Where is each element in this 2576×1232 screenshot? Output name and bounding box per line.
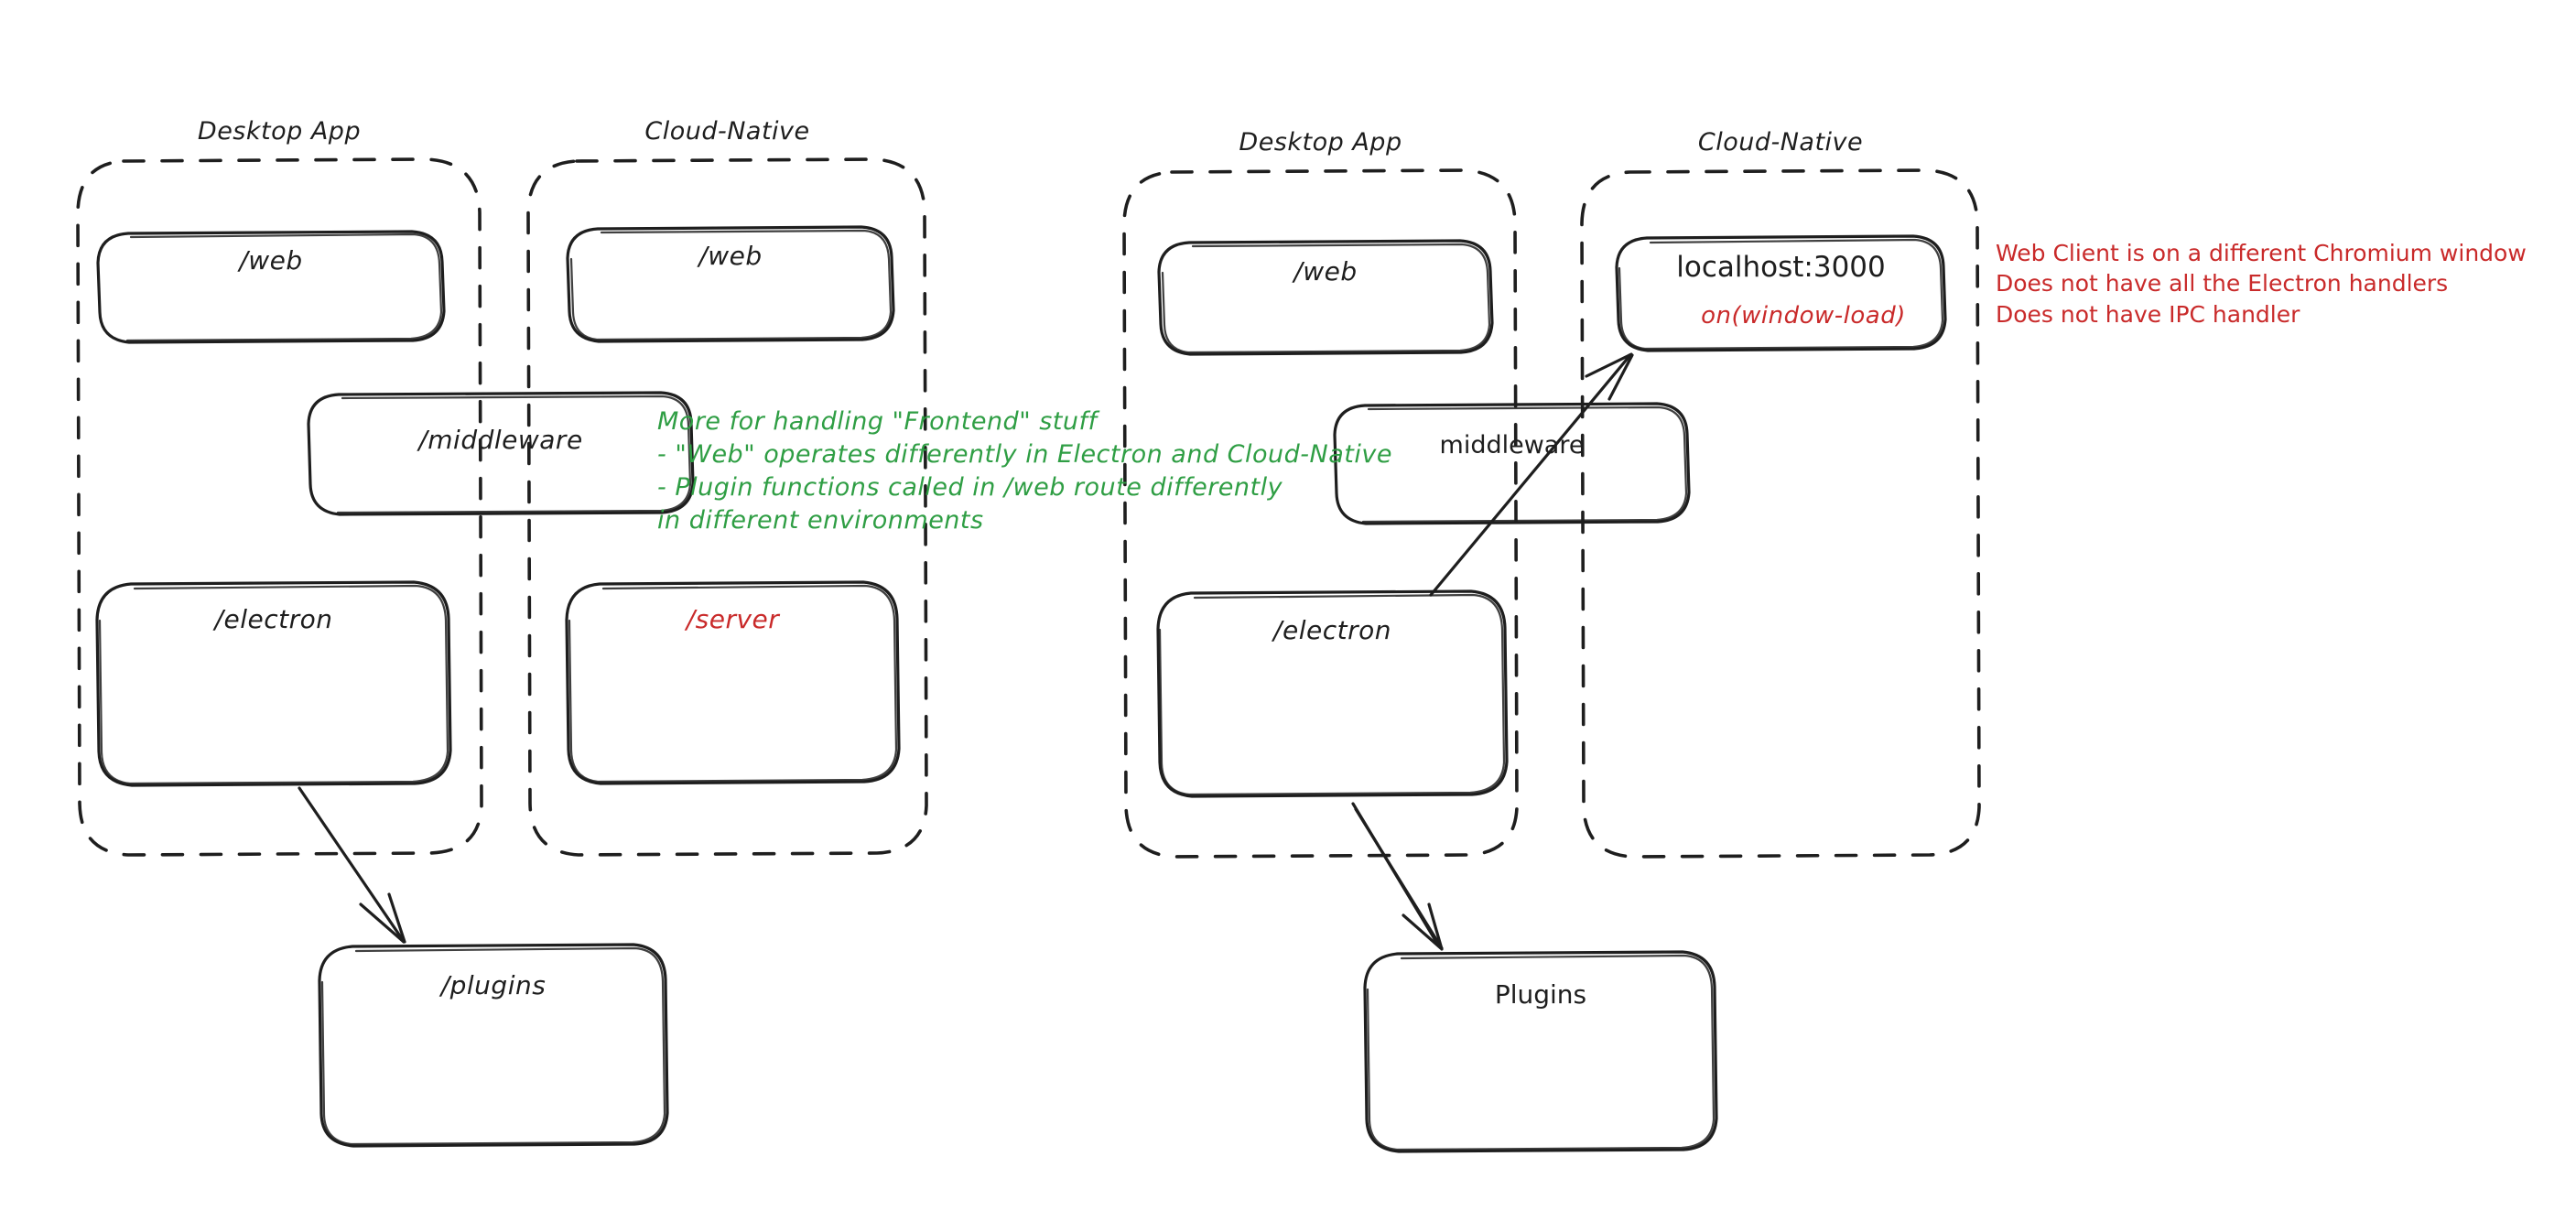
box-right-plugins[interactable] — [1363, 950, 1718, 1153]
box-label-right-localhost: localhost:3000 — [1676, 251, 1886, 284]
group-right-cloud-native — [1580, 168, 1981, 859]
box-label-right-desktop-web: /web — [1293, 256, 1358, 286]
group-right-desktop-app — [1122, 168, 1519, 859]
box-label-left-desktop-web: /web — [239, 245, 303, 276]
box-label-right-electron: /electron — [1273, 615, 1391, 645]
note-green-frontend: More for handling "Frontend" stuff - "We… — [657, 407, 1392, 535]
box-sublabel-right-localhost-onwindowload: on(window-load) — [1701, 302, 1906, 330]
box-label-left-server: /server — [686, 604, 780, 634]
arrow-left-electron-to-plugins — [298, 786, 406, 944]
box-label-left-middleware: /middleware — [418, 425, 583, 455]
group-label-left-cloud-native: Cloud-Native — [644, 117, 810, 146]
box-label-left-plugins: /plugins — [440, 970, 547, 1000]
box-label-right-middleware: middleware — [1439, 431, 1585, 459]
box-right-localhost[interactable] — [1615, 234, 1947, 352]
note-red-web-client: Web Client is on a different Chromium wi… — [1996, 240, 2527, 328]
box-left-plugins[interactable] — [318, 943, 669, 1148]
box-label-right-plugins: Plugins — [1494, 979, 1587, 1010]
box-left-middleware[interactable] — [307, 391, 695, 516]
group-label-right-cloud-native: Cloud-Native — [1697, 128, 1864, 157]
arrow-right-electron-to-plugins — [1351, 802, 1444, 951]
box-right-electron[interactable] — [1156, 589, 1509, 798]
box-right-desktop-web[interactable] — [1157, 239, 1494, 356]
box-left-server[interactable] — [565, 580, 901, 785]
box-left-cloud-web[interactable] — [566, 225, 895, 343]
arrow-right-electron-to-localhost — [1429, 352, 1634, 597]
group-left-desktop-app — [76, 157, 483, 857]
box-left-electron[interactable] — [95, 580, 452, 787]
box-left-desktop-web[interactable] — [96, 230, 446, 344]
box-label-left-electron: /electron — [214, 604, 333, 634]
group-label-right-desktop-app: Desktop App — [1239, 128, 1402, 157]
group-left-cloud-native — [526, 157, 928, 857]
group-label-left-desktop-app: Desktop App — [197, 117, 362, 146]
box-right-middleware[interactable] — [1333, 402, 1691, 525]
box-label-left-cloud-web: /web — [698, 241, 763, 271]
